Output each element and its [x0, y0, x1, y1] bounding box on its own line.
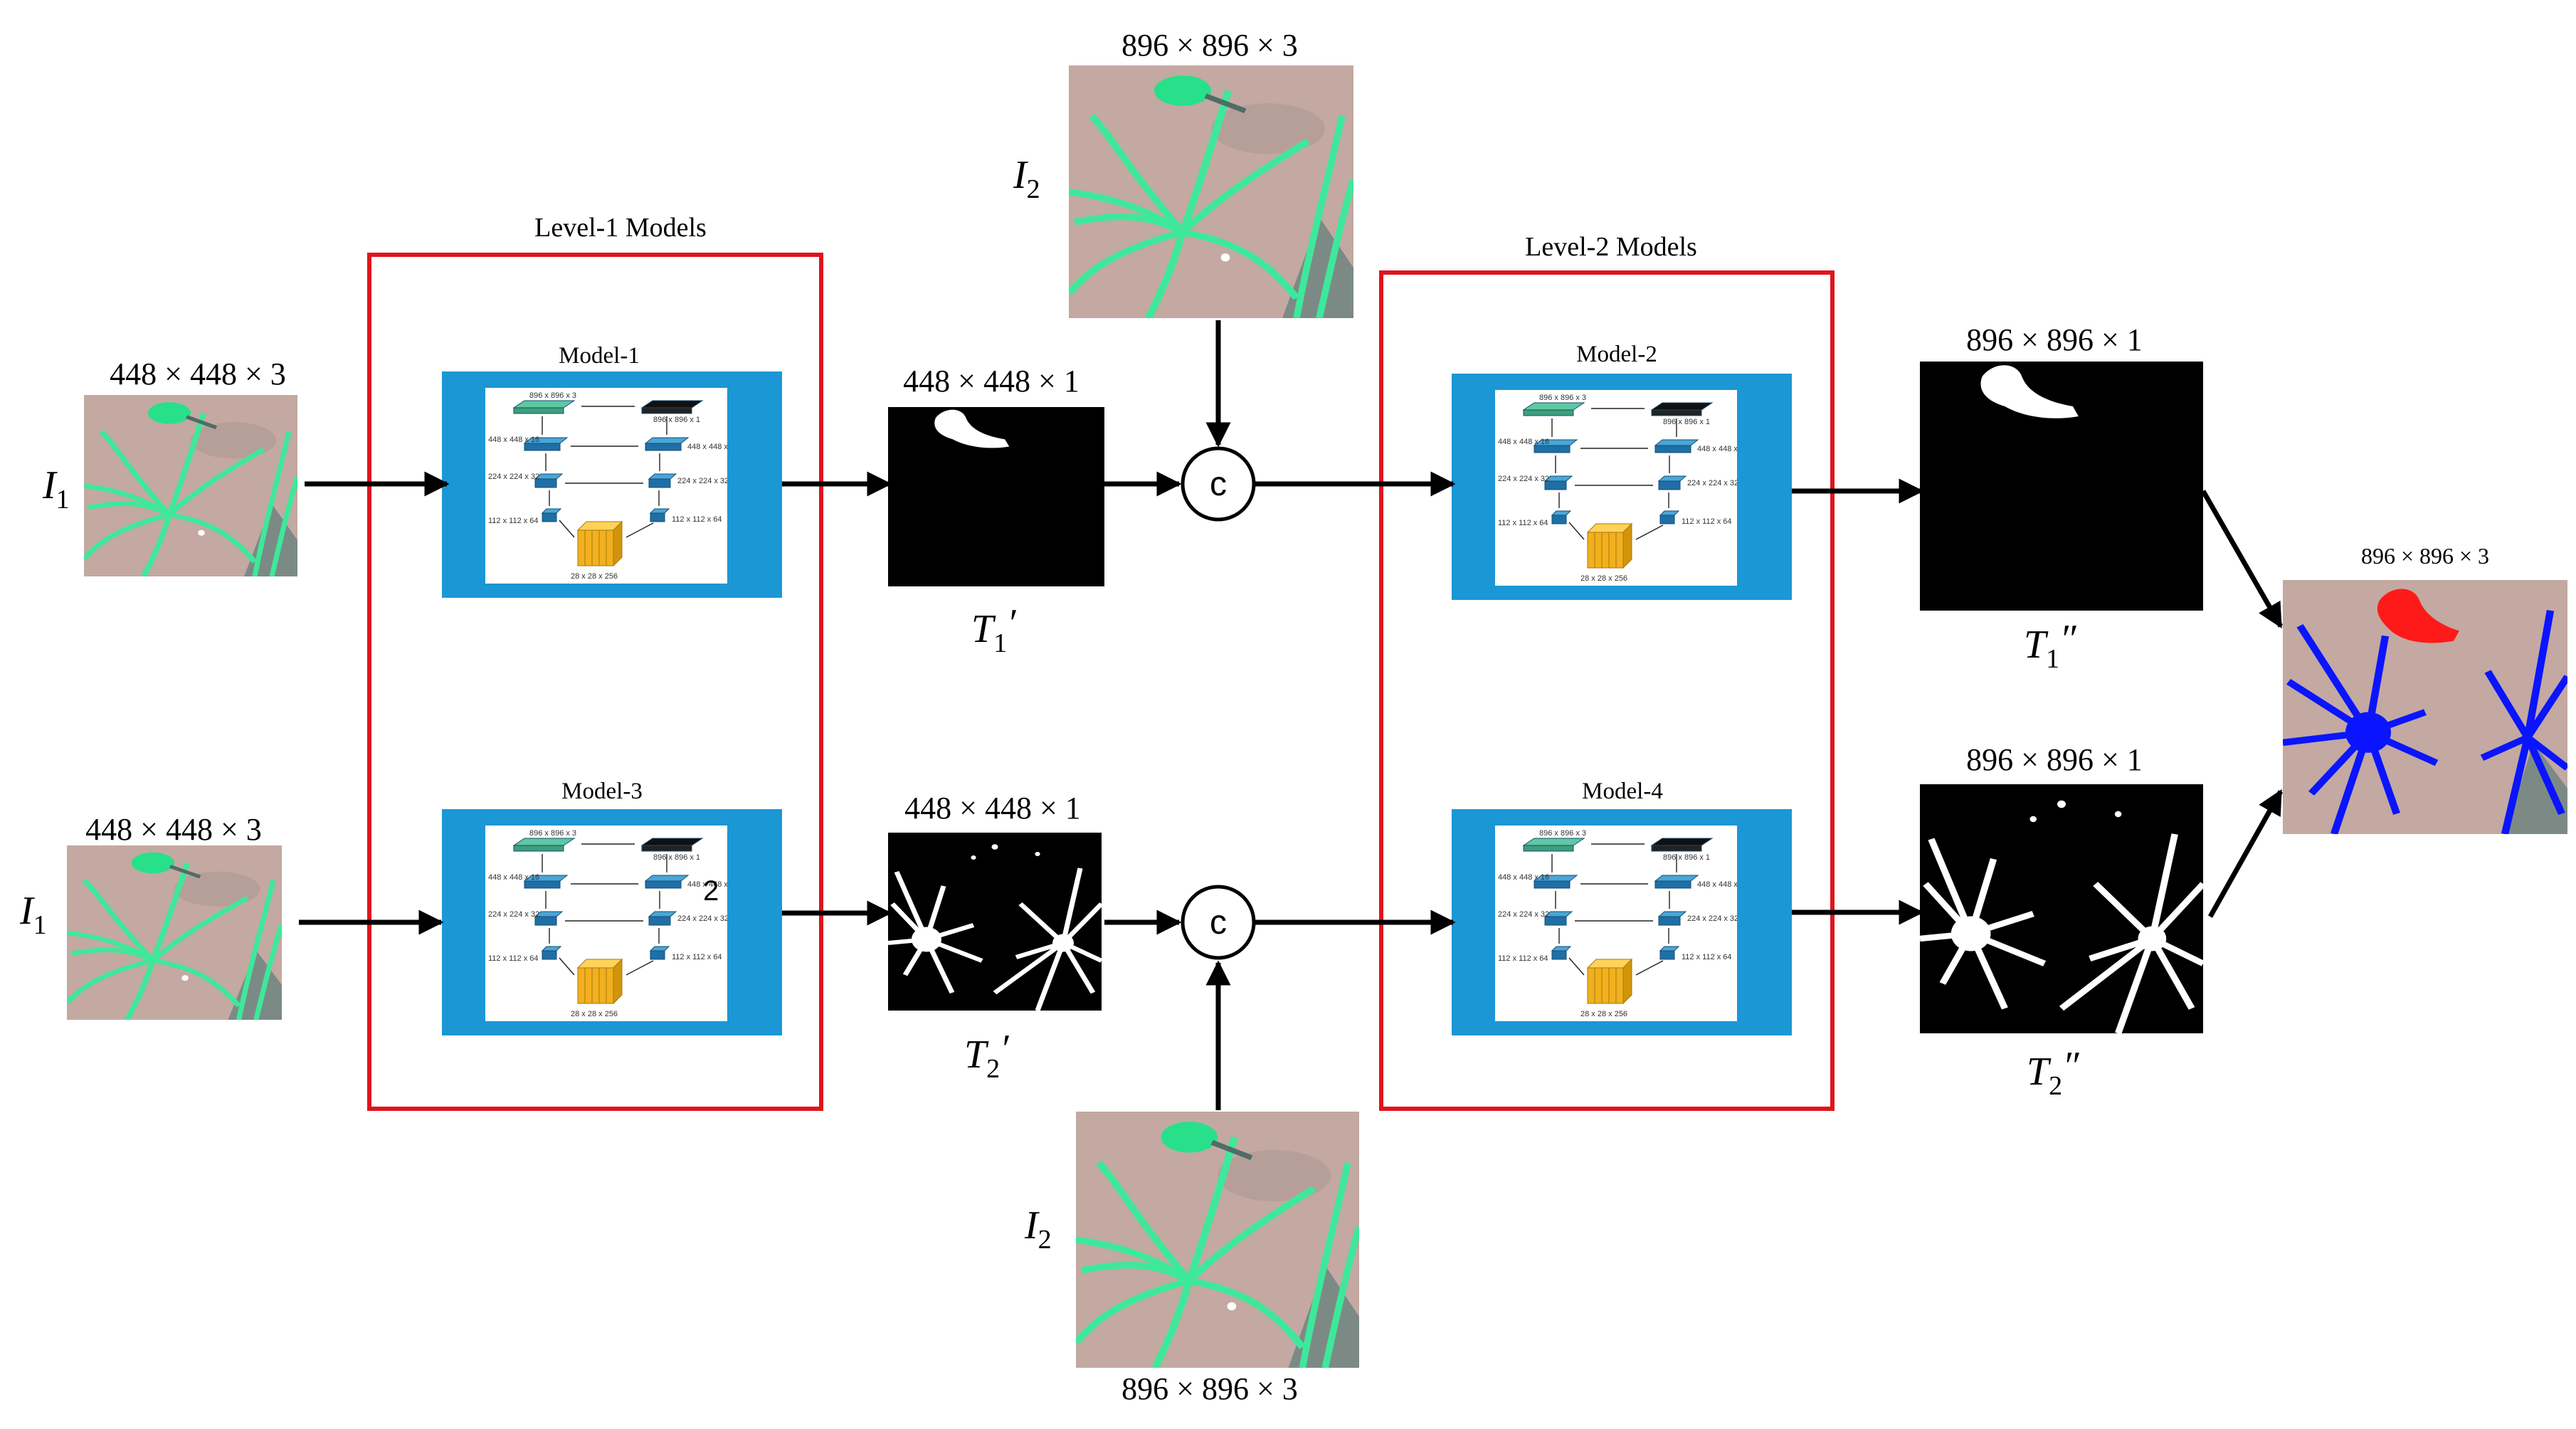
input-i2-top: 896 × 896 × 3 I2 [1013, 28, 1353, 318]
svg-text:c: c [1210, 465, 1227, 503]
input-i2-bottom-dims: 896 × 896 × 3 [1121, 1371, 1298, 1406]
model-3-block: Model-3 2 [442, 779, 782, 1035]
input-i1-top: 448 × 448 × 3 I1 [42, 357, 297, 576]
model-3-label: Model-3 [561, 779, 643, 804]
input-i2-bottom-symbol: I2 [1024, 1203, 1052, 1255]
model-2-block: Model-2 [1452, 342, 1792, 600]
output-t1-prime: 448 × 448 × 1 T1′ [888, 364, 1104, 658]
input-i1-bottom-symbol: I1 [19, 889, 47, 940]
output-t2-prime-dims: 448 × 448 × 1 [904, 791, 1081, 826]
output-t2-prime-symbol: T2′ [964, 1027, 1009, 1084]
concat-node-top: c [1181, 446, 1256, 522]
output-t1-double-prime-symbol: T1″ [2024, 617, 2076, 674]
input-i1-top-dims: 448 × 448 × 3 [110, 357, 286, 391]
model-4-label: Model-4 [1582, 779, 1663, 804]
final-output-dims: 896 × 896 × 3 [2361, 543, 2489, 569]
input-i1-bottom: 448 × 448 × 3 I1 [19, 812, 282, 1020]
svg-text:c: c [1210, 904, 1227, 942]
model-1-label: Model-1 [559, 343, 640, 369]
level1-title: Level-1 Models [534, 213, 707, 243]
output-t2-prime: 448 × 448 × 1 T2′ [888, 791, 1102, 1084]
output-t2-double-prime: 896 × 896 × 1 T2″ [1920, 742, 2203, 1101]
stray-digit-2: 2 [703, 875, 719, 907]
input-i2-top-symbol: I2 [1013, 153, 1040, 204]
level1-group-box [367, 253, 823, 1111]
arrow-t2dprime-to-final [2207, 789, 2284, 918]
model-4-block: Model-4 [1452, 779, 1792, 1035]
output-t1-prime-symbol: T1′ [971, 601, 1016, 658]
output-t1-prime-dims: 448 × 448 × 1 [903, 364, 1080, 399]
model-1-block: Model-1 [442, 343, 782, 598]
level2-title: Level-2 Models [1525, 232, 1697, 262]
input-i2-top-dims: 896 × 896 × 3 [1121, 28, 1298, 63]
input-i2-bottom: 896 × 896 × 3 I2 [1024, 1112, 1359, 1406]
flow-arrows [299, 320, 2284, 1110]
output-t1-double-prime: 896 × 896 × 1 T1″ [1920, 322, 2203, 674]
output-t2-double-prime-dims: 896 × 896 × 1 [1966, 742, 2143, 777]
input-i1-bottom-dims: 448 × 448 × 3 [85, 812, 262, 847]
output-t2-double-prime-symbol: T2″ [2027, 1044, 2079, 1101]
concat-node-bottom: c [1181, 885, 1256, 960]
input-i1-top-symbol: I1 [42, 463, 70, 515]
final-output: 896 × 896 × 3 [2283, 543, 2567, 834]
model-2-label: Model-2 [1576, 342, 1657, 367]
output-t1-double-prime-dims: 896 × 896 × 1 [1966, 322, 2143, 357]
arrow-t1dprime-to-final [2200, 490, 2284, 629]
level2-group-box [1379, 270, 1835, 1111]
